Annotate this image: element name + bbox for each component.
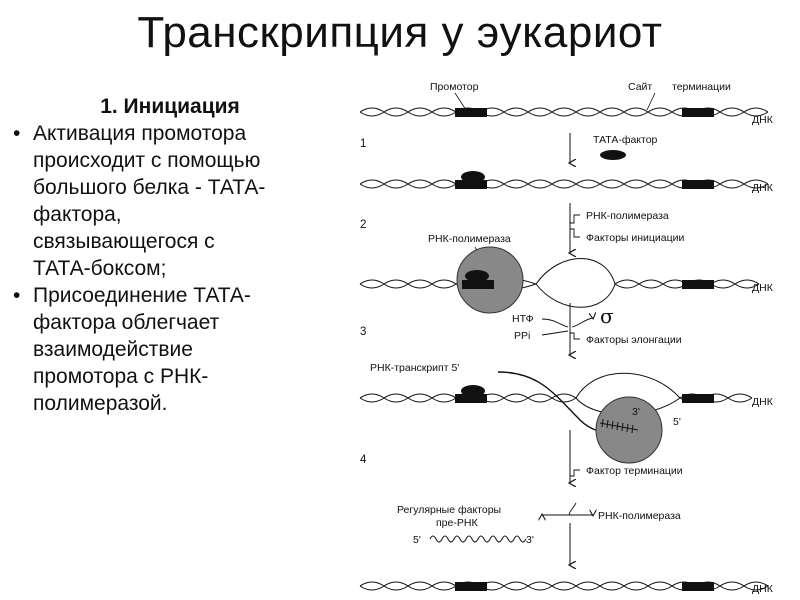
three-prime-label: 3'	[632, 406, 640, 418]
promoter-box	[455, 582, 487, 591]
section-heading: 1. Инициация	[100, 95, 240, 118]
pre-rna-5-prime: 5'	[413, 534, 421, 546]
rna-polymerase-release-label: РНК-полимераза	[598, 510, 681, 522]
ntp-label: НТФ	[512, 313, 534, 325]
bullet-line: взаимодействие	[33, 338, 193, 361]
rna-polymerase-label: РНК-полимераза	[586, 210, 669, 222]
tata-factor-shape	[461, 385, 485, 397]
promoter-label: Промотор	[430, 81, 479, 93]
sigma-label: σ	[600, 304, 614, 328]
termination-box	[682, 108, 714, 117]
bullet-line: ТАТА-боксом;	[33, 257, 167, 280]
five-prime-label: 5'	[673, 416, 681, 428]
tata-factor-shape	[465, 270, 489, 282]
dna-label: ДНК	[752, 114, 774, 126]
termination-site-label-2: терминации	[672, 81, 731, 93]
promoter-box	[455, 180, 487, 189]
termination-site-label: Сайт	[628, 81, 652, 93]
initiation-factors-label: Факторы инициации	[586, 232, 684, 244]
pre-rna-3-prime: 3'	[526, 534, 534, 546]
step-number: 2	[360, 219, 366, 231]
bullet-line: связывающегося с	[33, 230, 215, 253]
dna-label: ДНК	[752, 583, 774, 595]
promoter-box	[462, 280, 494, 289]
bullet-item: • Активация промотора происходит с помощ…	[12, 120, 342, 282]
bullet-marker: •	[13, 122, 21, 145]
regulatory-factors-label-2: пре-РНК	[436, 517, 478, 529]
step-number: 3	[360, 326, 366, 338]
promoter-box	[455, 394, 487, 403]
bullet-list: • Активация промотора происходит с помощ…	[12, 120, 342, 417]
bullet-line: Присоединение ТАТА-	[33, 284, 251, 307]
bullet-line: фактора,	[33, 203, 122, 226]
dna-label: ДНК	[752, 396, 774, 408]
termination-box	[682, 394, 714, 403]
termination-factor-label: Фактор терминации	[586, 465, 683, 477]
tata-factor-shape	[600, 150, 626, 160]
step-number: 1	[360, 138, 366, 150]
ppi-label: PPi	[514, 330, 530, 342]
promoter-box	[455, 108, 487, 117]
bullet-line: промотора с РНК-	[33, 365, 209, 388]
bullet-line: полимеразой.	[33, 392, 168, 415]
termination-box	[682, 280, 714, 289]
step-number: 4	[360, 454, 367, 466]
bullet-line: фактора облегчает	[33, 311, 220, 334]
rna-dna-hybrid	[599, 418, 639, 434]
text-column: 1. Инициация • Активация промотора проис…	[12, 93, 342, 417]
bullet-marker: •	[13, 284, 21, 307]
pre-rna-strand	[429, 535, 527, 543]
rna-polymerase-shape	[595, 396, 663, 464]
bullet-line: Активация промотора	[33, 122, 247, 145]
bullet-line: большого белка - ТАТА-	[33, 176, 266, 199]
bullet-item: • Присоединение ТАТА- фактора облегчает …	[12, 282, 342, 417]
termination-box	[682, 180, 714, 189]
regulatory-factors-label: Регулярные факторы	[397, 504, 501, 516]
tata-factor-shape	[461, 171, 485, 183]
slide-title: Транскрипция у эукариот	[137, 8, 663, 57]
dna-label: ДНК	[752, 182, 774, 194]
rna-transcript-label: РНК-транскрипт 5'	[370, 362, 459, 374]
termination-box	[682, 582, 714, 591]
rna-polymerase-label: РНК-полимераза	[428, 233, 511, 245]
dna-strand	[359, 372, 753, 415]
transcription-diagram: Промотор Сайт терминации ДНК 1 ТАТА-факт…	[359, 81, 774, 595]
dna-label: ДНК	[752, 282, 774, 294]
elongation-factors-label: Факторы элонгации	[586, 334, 682, 346]
tata-factor-label: ТАТА-фактор	[593, 134, 658, 146]
bullet-line: происходит с помощью	[33, 149, 261, 172]
